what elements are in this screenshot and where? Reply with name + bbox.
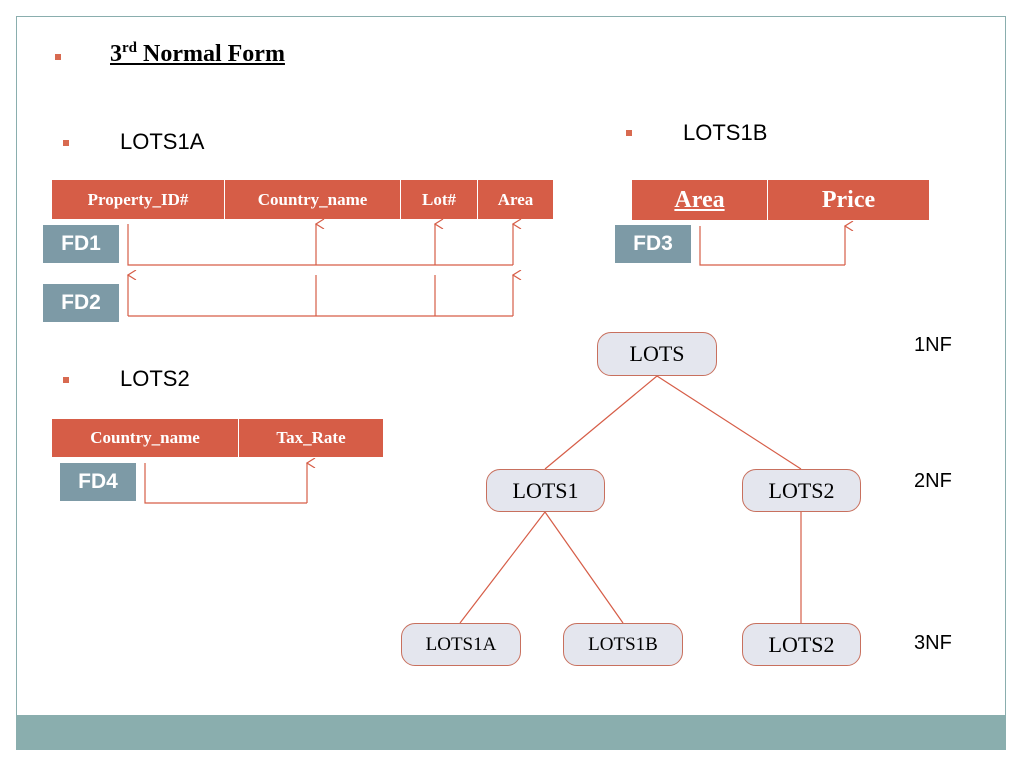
lots1b-header-area: Area	[632, 180, 767, 220]
lots1a-header-property-id: Property_ID#	[52, 180, 224, 219]
lots2-header-country-name: Country_name	[52, 419, 238, 457]
section-label-lots1b: LOTS1B	[683, 120, 768, 145]
title-text: Normal Form	[137, 41, 285, 67]
lots1a-header-country-name: Country_name	[225, 180, 400, 219]
level-label-1nf: 1NF	[914, 334, 952, 356]
fd1-label: FD1	[43, 225, 119, 263]
level-label-3nf: 3NF	[914, 632, 952, 654]
level-label-2nf: 2NF	[914, 470, 952, 492]
fd1-bracket	[127, 224, 513, 266]
bullet-lots2	[63, 377, 69, 383]
bullet-title	[55, 54, 61, 60]
tree-node-lots1: LOTS1	[486, 469, 605, 512]
tree-node-lots1a: LOTS1A	[401, 623, 521, 666]
lots1b-header-price: Price	[768, 180, 929, 220]
edge-lots1-lots1a	[459, 511, 546, 624]
tree-node-lots1b: LOTS1B	[563, 623, 683, 666]
bullet-lots1b	[626, 130, 632, 136]
fd2-label: FD2	[43, 284, 119, 322]
fd3-label: FD3	[615, 225, 691, 263]
section-label-lots1a: LOTS1A	[120, 129, 205, 154]
lots2-header-tax-rate: Tax_Rate	[239, 419, 383, 457]
fd3-bracket	[699, 226, 845, 266]
tree-node-lots: LOTS	[597, 332, 717, 376]
edge-lots-lots1	[544, 375, 658, 470]
lots1a-header-lot: Lot#	[401, 180, 477, 219]
bullet-lots1a	[63, 140, 69, 146]
edge-lots-lots2	[656, 375, 802, 470]
lots1a-header-area: Area	[478, 180, 553, 219]
edge-lots1-lots1b	[544, 511, 624, 624]
title-number: 3	[110, 41, 122, 67]
tree-node-lots2: LOTS2	[742, 469, 861, 512]
fd4-bracket	[144, 463, 307, 504]
tree-node-lots2-3nf: LOTS2	[742, 623, 861, 666]
section-label-lots2: LOTS2	[120, 366, 190, 391]
fd4-label: FD4	[60, 463, 136, 501]
page-title: 3rd Normal Form	[110, 40, 285, 68]
footer-band	[16, 715, 1006, 750]
title-superscript: rd	[122, 40, 137, 56]
